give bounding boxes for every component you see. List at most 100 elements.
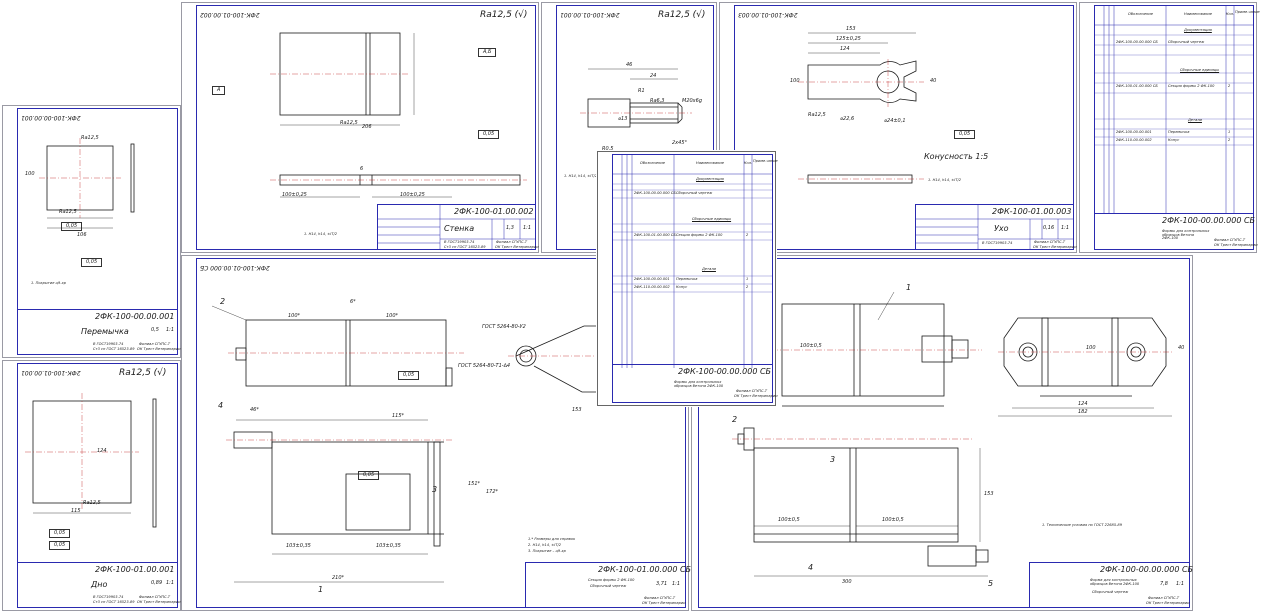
title-block-grid	[377, 204, 536, 250]
assembly-mass: 3,71	[656, 581, 668, 587]
row-qty: 2	[746, 285, 749, 289]
part-mass: 0,16	[1043, 225, 1055, 231]
roughness-mark: Ra12,5 (√)	[119, 368, 167, 378]
section-parts: Детали	[1188, 118, 1202, 122]
organization-2: ОК Трест Ветеринарии	[1146, 601, 1190, 605]
header-note: Приме-чание	[753, 159, 778, 163]
callout-4: 4	[218, 401, 224, 410]
material-line-2: Ст3 сп ГОСТ 16523-89	[444, 245, 486, 249]
dim-172: 172*	[486, 489, 499, 495]
part-mass: 0,89	[151, 580, 163, 586]
row-code: 2ФК-100-00.00.000 СБ	[1116, 40, 1158, 44]
dim-100: 100	[25, 171, 35, 177]
header-qty: Кол.	[744, 161, 753, 165]
row-qty: 2	[1228, 138, 1231, 142]
dim-153: 153	[846, 26, 856, 32]
dim-6: 6*	[350, 299, 356, 305]
dim-thread: M20x6g	[682, 98, 702, 104]
dim-100-front: 100±0,5	[778, 517, 800, 523]
drawing-code: 2ФК-100-01.00.000 СБ	[598, 565, 692, 574]
title-block	[612, 364, 773, 403]
part-name: Дно	[91, 580, 108, 589]
dim-ra: Ra12,5	[808, 112, 826, 118]
note-1: 1.* Размеры для справок	[528, 537, 576, 541]
dim-chamfer: 2x45°	[672, 140, 688, 146]
drawing-frame	[698, 258, 1190, 608]
spec-table-grid	[612, 154, 773, 368]
dim-100-top: 100±0,5	[800, 343, 822, 349]
dim-ra-top: Ra12,5	[81, 135, 99, 141]
dim-115: 115	[71, 508, 81, 514]
callout-4: 4	[808, 563, 814, 572]
dim-46: 46*	[250, 407, 259, 413]
organization-2: ОК Трест Ветеринарии	[642, 601, 686, 605]
part-scale: 1:1	[1061, 225, 1070, 231]
sheet-spec-right[interactable]: Обозначение Наименование Кол. Приме-чани…	[1079, 2, 1260, 253]
row-qty: 2	[1228, 84, 1231, 88]
dim-124: 124	[840, 46, 850, 52]
dim-100-side: 100	[1086, 345, 1096, 351]
drawing-code: 2ФК-100-01.00.001	[95, 565, 175, 574]
tech-note: 1. Н14, h14, ±IT/2	[928, 178, 962, 182]
dim-right-100: 100±0,25	[400, 192, 425, 198]
sheet-bottom[interactable]: 2ФК-100-01.00.001 Ra12,5 (√) 124 115 Ra1…	[2, 360, 181, 611]
part-name: Стенка	[444, 224, 475, 233]
dim-d24: ⌀24±0,1	[884, 118, 906, 124]
callout-1: 1	[318, 585, 324, 594]
row-name: Секция формы 2 ФК-100	[1168, 84, 1215, 88]
tolerance-frame-ab: А,Б	[478, 48, 497, 57]
dim-125: 125±0,25	[836, 36, 861, 42]
tolerance-frame-a: 0,05	[61, 222, 83, 231]
assembly-name: Формы для контрольных образцов бетона 2Ф…	[1162, 229, 1210, 241]
part-scale: 1:1	[166, 580, 175, 586]
sheet-jumper[interactable]: 2ФК-100-00.00.001 Ra12,5 Ra12,5 0,05 106…	[2, 105, 181, 358]
sheet-ear[interactable]: 2ФК-100-01.00.003 153 125±0,25 124 ⌀22,6…	[719, 2, 1077, 253]
dim-40: 40	[1178, 345, 1185, 351]
dim-ra-bottom: Ra12,5	[59, 209, 77, 215]
dim-diam: ⌀13	[618, 116, 628, 122]
title-block	[1029, 562, 1190, 608]
organization: Филиал СГУПС-Т	[139, 342, 171, 346]
header-note: Приме-чание	[1235, 10, 1260, 14]
section-parts: Детали	[702, 267, 716, 271]
row-name: Конус	[676, 285, 688, 289]
title-block	[17, 309, 178, 355]
assembly-scale: 1:1	[1176, 581, 1185, 587]
assembly-mass: 7,8	[1160, 581, 1168, 587]
organization-2: ОК Трест Ветеринарии	[1214, 243, 1258, 247]
taper-note: Конусность 1:5	[924, 152, 989, 161]
sheet-spec-center[interactable]: Обозначение Наименование Кол. Приме-чани…	[597, 151, 778, 406]
organization-2: ОК Трест Ветеринарии	[137, 347, 181, 351]
assembly-name: Секция формы 2 ФК-100	[588, 578, 635, 582]
organization: Филиал СГУПС-Т	[1034, 240, 1066, 244]
material-line: В ГОСТ19903-74	[93, 595, 124, 599]
drawing-frame	[196, 5, 536, 250]
dim-124: 124	[1078, 401, 1088, 407]
row-qty: 2	[746, 233, 749, 237]
organization: Филиал СГУПС-Т	[644, 596, 676, 600]
dim-40: 40	[930, 78, 937, 84]
organization-2: ОК Трест Ветеринарии	[734, 394, 778, 398]
callout-1: 1	[906, 283, 912, 292]
dim-100-front-2: 100±0,5	[882, 517, 904, 523]
dim-24: 24	[650, 73, 657, 79]
weld-note-2: ГОСТ 5264-80-Т1-∆4	[458, 363, 511, 369]
row-code: 2ФК-100-01.00.000 СБ	[634, 233, 676, 237]
dim-206: 206	[362, 124, 372, 130]
title-block	[17, 562, 178, 608]
row-code: 2ФК-100-00.00.001	[1116, 130, 1152, 134]
row-code: 2ФК-100-00.00.001	[634, 277, 670, 281]
tolerance-frame-b: 0,05	[49, 541, 71, 550]
organization-2: ОК Трест Ветеринарии	[495, 245, 539, 249]
header-name: Наименование	[1184, 12, 1212, 16]
jumper-drawing	[39, 138, 135, 229]
header-qty: Кол.	[1226, 12, 1235, 16]
roughness-mark: Ra12,5 (√)	[658, 10, 706, 20]
part-mass: 1,3	[506, 225, 514, 231]
dim-103b: 103±0,35	[376, 543, 401, 549]
organization: Филиал СГУПС-Т	[139, 595, 171, 599]
dim-115: 115*	[392, 413, 405, 419]
ear-drawing	[798, 32, 924, 184]
sheet-wall[interactable]: 2ФК-100-01.00.002 Ra12,5 (√) 206 Ra12,5 …	[181, 2, 539, 253]
dim-6: 6	[360, 166, 364, 172]
